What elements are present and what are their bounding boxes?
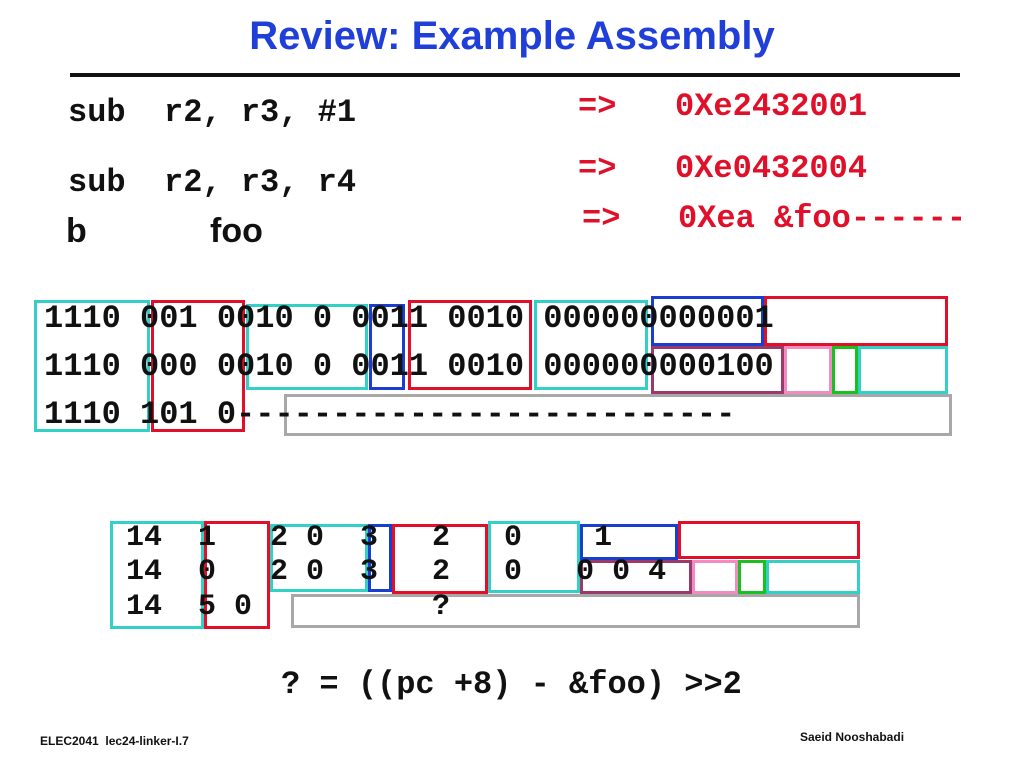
asm-line-3-operand: foo [210,212,263,250]
asm-line-1: sub r2, r3, #1 [68,94,357,131]
binary-opcode-field-box [151,300,245,432]
binary-s-field-box [369,304,405,390]
binary-imm-field-box [764,296,948,346]
binary-rn-field-box [246,304,368,390]
hex-1: 0Xe2432001 [675,88,868,125]
decimal-rotate-field-box [580,524,678,560]
binary-rm-field-box [858,346,948,394]
hex-3: 0Xea &foo------ [678,200,967,237]
decimal-imm-field-box [678,521,860,559]
decimal-rm-field-box [766,560,860,594]
arrow-1: => [578,88,617,125]
decimal-shift-type-box [692,560,738,594]
decimal-rd-field-box [392,524,488,594]
arrow-3: => [582,200,621,237]
binary-rd-field-box [408,300,532,390]
binary-offset-field-box [284,394,952,436]
title-divider [70,73,960,77]
page-title: Review: Example Assembly [249,14,775,58]
binary-rotate-field-box [651,296,764,346]
decimal-reg-shift-box [738,560,766,594]
decimal-rn-field-box [270,524,368,592]
binary-row-1: 1110 001 0010 0 0011 0010 000000000001 [44,300,774,337]
binary-row-2: 1110 000 0010 0 0011 0010 000000000100 [44,348,774,385]
decimal-field-box [488,521,580,593]
hex-2: 0Xe0432004 [675,150,868,187]
decimal-s-field-box [368,524,392,592]
decimal-row-3: 14 5 0 ? [126,590,451,624]
binary-shift-field-box [651,346,784,394]
arrow-2: => [578,150,617,187]
binary-reg-shift-box [832,346,858,394]
decimal-row-2: 14 0 2 0 3 2 0 0 0 4 [126,555,667,589]
asm-line-3-op: b [66,212,87,250]
asm-line-2: sub r2, r3, r4 [68,164,357,201]
binary-row-3: 1110 101 0-------------------------- [44,396,736,433]
offset-formula: ? = ((pc +8) - &foo) >>2 [281,666,742,703]
decimal-cond-field-box [110,521,204,629]
decimal-shift-field-box [580,560,692,594]
binary-cond-field-box [34,300,150,432]
decimal-row-1: 14 1 2 0 3 2 0 1 [126,521,613,555]
decimal-offset-field-box [291,594,860,628]
decimal-opcode-field-box [204,521,270,629]
footer-author: Saeid Nooshabadi [800,730,905,744]
binary-field-box [534,300,648,390]
binary-shift-type-box [784,346,832,394]
footer-course: ELEC2041 lec24-linker-I.7 [40,734,189,748]
